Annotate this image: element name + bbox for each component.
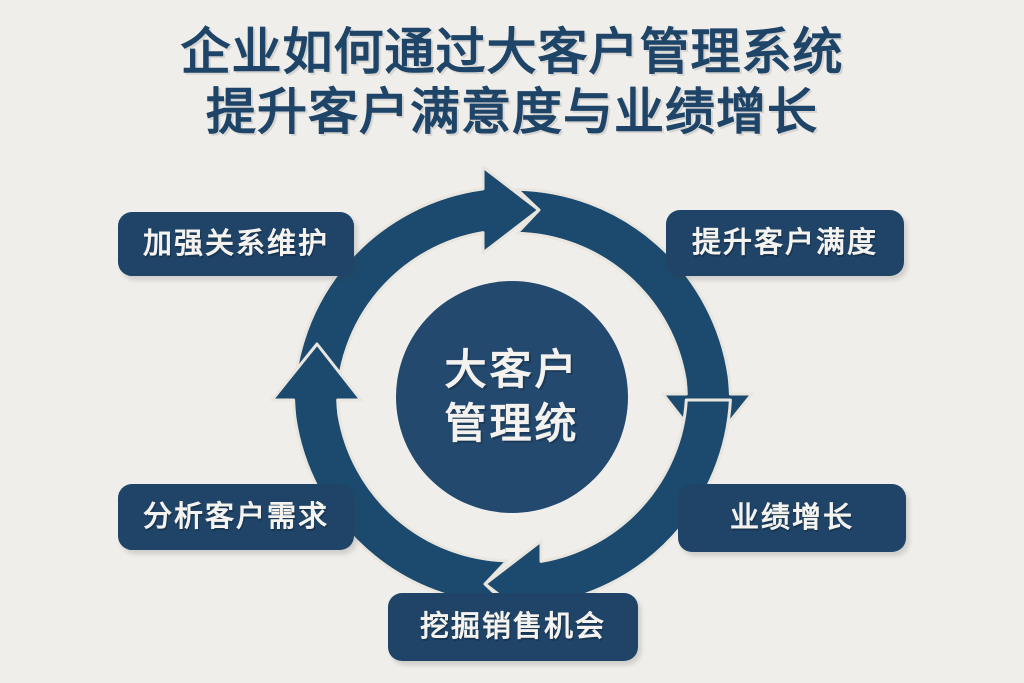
label-mine-sales-opportunity[interactable]: 挖掘销售机会: [388, 593, 638, 661]
page-title: 企业如何通过大客户管理系统 提升客户满意度与业绩增长: [0, 22, 1024, 142]
title-line-2: 提升客户满意度与业绩增长: [206, 84, 818, 140]
arc-segment-top-left: [292, 165, 541, 407]
label-strengthen-relationship[interactable]: 加强关系维护: [118, 212, 354, 276]
hub-line-1: 大客户: [444, 346, 580, 393]
label-text: 挖掘销售机会: [419, 611, 606, 643]
label-text: 业绩增长: [729, 502, 854, 534]
label-analyze-needs[interactable]: 分析客户需求: [118, 484, 354, 550]
title-line-1: 企业如何通过大客户管理系统: [180, 24, 844, 80]
label-text: 提升客户满度: [691, 227, 878, 259]
center-hub: 大客户 管理统: [396, 281, 628, 513]
label-text: 加强关系维护: [142, 228, 329, 260]
hub-line-2: 管理统: [444, 400, 580, 447]
label-revenue-growth[interactable]: 业绩增长: [678, 484, 906, 552]
arc-segment-bottom-left: [270, 342, 509, 607]
label-raise-satisfaction[interactable]: 提升客户满度: [666, 210, 904, 276]
label-text: 分析客户需求: [142, 501, 329, 533]
